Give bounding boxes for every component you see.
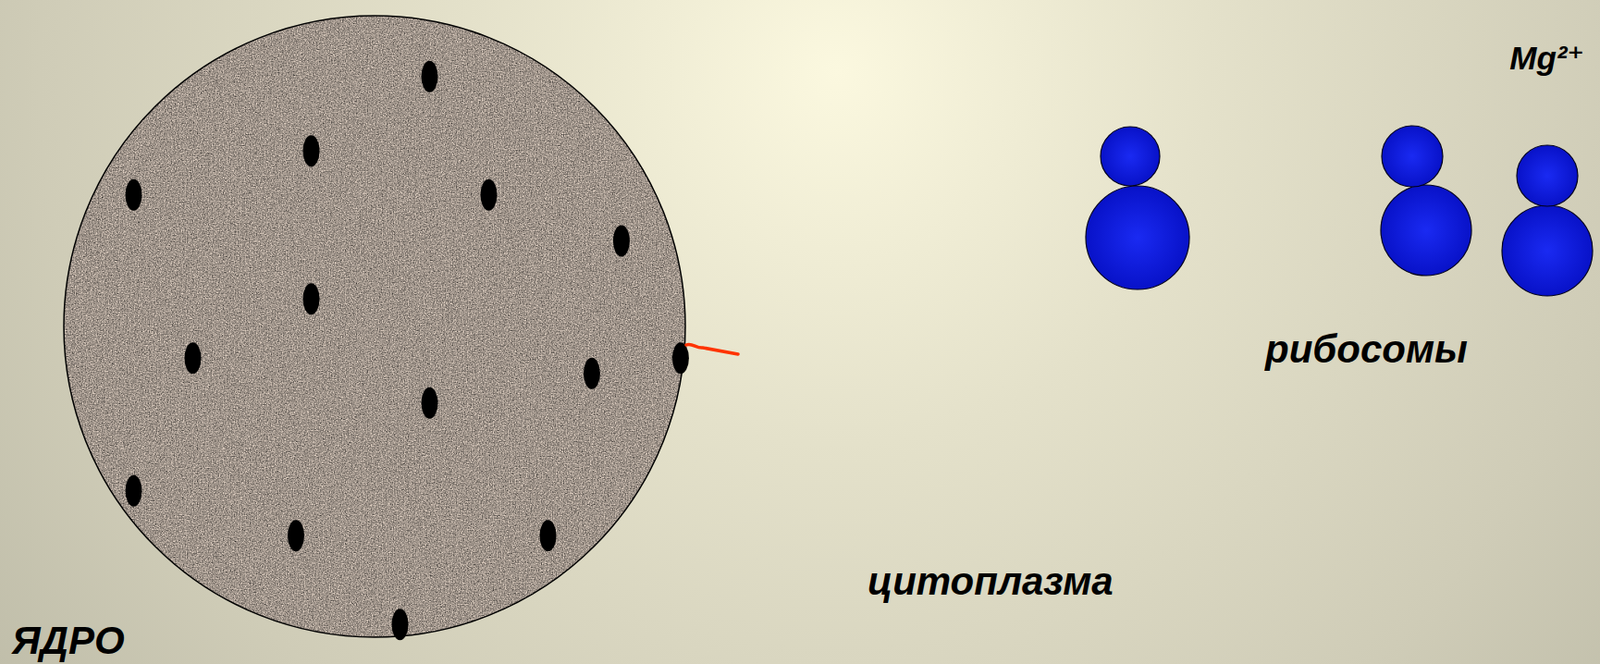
region-label: ЯДРО [12,621,125,661]
ribosome-small-subunit [1381,125,1443,187]
nucleus-outline [63,15,686,638]
nuclear-pore [392,608,409,640]
ion-label: Mg²⁺ [1509,41,1585,74]
mrna-strand [686,344,739,355]
ribosome-large-subunit [1380,184,1472,276]
ribosome-large-subunit [1085,185,1190,290]
nuclear-pore [303,135,320,167]
nuclear-pore [540,519,557,552]
nuclear-pore [421,387,439,419]
nuclear-pore [480,179,498,211]
nuclear-pore [184,342,202,374]
nuclear-pore [613,224,630,257]
nuclear-pore [287,519,305,552]
nuclear-pore [583,357,601,390]
nucleus-fill [63,15,686,638]
part-label: рибосомы [1265,330,1468,370]
region-label: цитоплазма [867,562,1114,602]
nuclear-pores [125,61,690,641]
ribosome-large-subunit [1501,205,1593,296]
ribosomes [1085,125,1593,296]
ribosome-small-subunit [1100,126,1160,186]
nuclear-pore [303,283,320,315]
nuclear-pore [125,179,143,211]
nuclear-pore [125,475,143,507]
ribosome-small-subunit [1516,145,1578,207]
nuclear-pore [421,61,439,93]
nuclear-pore [672,342,690,374]
